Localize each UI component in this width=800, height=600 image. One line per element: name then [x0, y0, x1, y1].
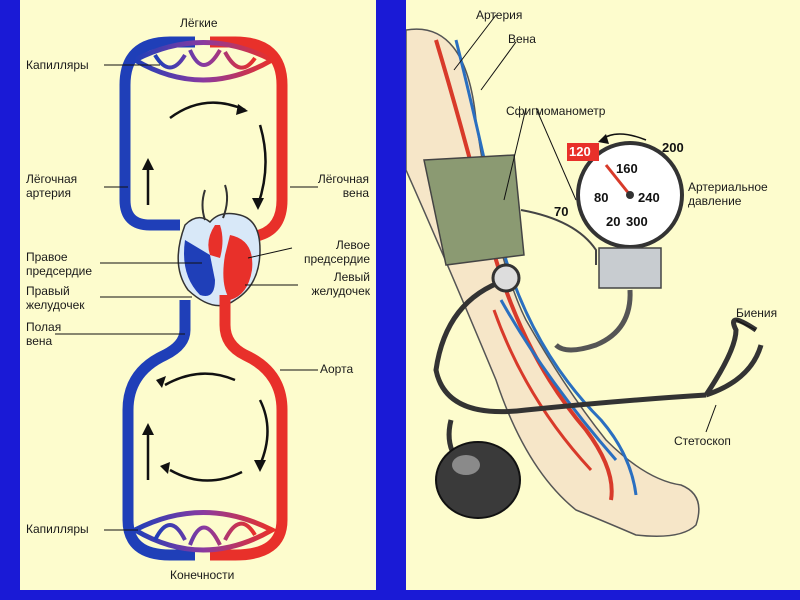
gauge-tick-20: 20	[606, 214, 621, 229]
aorta-vessel	[210, 295, 288, 561]
reading-box	[567, 143, 599, 161]
right-atrium-label: Правое предсердие	[26, 250, 93, 278]
lung-capillaries	[129, 40, 278, 83]
left-atrium-label: Левое предсердие	[303, 238, 370, 266]
right-ventricle-label: Правый желудочек	[26, 284, 85, 312]
gauge-tick-80: 80	[594, 190, 609, 205]
sphygmomanometer-label: Сфигмоманометр	[506, 104, 606, 118]
left-ventricle-label: Левый желудочек	[311, 270, 371, 298]
pulmonary-circuit	[119, 36, 288, 246]
limbs-label: Конечности	[170, 568, 235, 582]
vena-cava-vessel	[122, 300, 195, 561]
leader-lines-right	[453, 14, 757, 433]
vein-vessel	[454, 39, 638, 496]
limb-capillaries	[129, 510, 278, 553]
gauge-tick-240: 240	[638, 190, 660, 205]
circulation-panel: Лёгкие Капилляры Лёгочная артерия Лёгочн…	[20, 0, 376, 590]
aorta-label: Аорта	[320, 362, 354, 376]
pressure-reading: 120	[569, 144, 591, 159]
artery-vessel	[434, 39, 614, 501]
blood-pressure-label: Артериальное давление	[688, 180, 768, 208]
pulmonary-artery-label: Лёгочная артерия	[26, 172, 78, 200]
gauge-tick-300: 300	[626, 214, 648, 229]
beats-label: Биения	[736, 306, 778, 320]
lungs-label: Лёгкие	[180, 16, 218, 30]
heart	[177, 184, 261, 307]
pulmonary-vein-vessel	[210, 36, 288, 246]
artery-label: Артерия	[476, 8, 523, 22]
vein-label: Вена	[508, 32, 536, 46]
vena-cava-label: Полая вена	[26, 320, 62, 348]
stethoscope-label: Стетоскоп	[674, 434, 731, 448]
pressure-cuff	[423, 154, 525, 266]
systemic-circuit	[122, 295, 288, 561]
gauge-tick-200: 200	[662, 140, 684, 155]
leader-lines	[55, 64, 318, 531]
capillaries-top-label: Капилляры	[26, 58, 89, 72]
pulmonary-vein-label: Лёгочная вена	[317, 172, 369, 200]
capillaries-bottom-label: Капилляры	[26, 522, 89, 536]
stethoscope-chest-piece	[491, 263, 521, 293]
gauge-tick-160: 160	[616, 161, 638, 176]
gauge-tick-70: 70	[554, 204, 569, 219]
measurement-drawing	[406, 14, 764, 537]
pressure-gauge	[554, 141, 684, 353]
pulmonary-artery-vessel	[119, 36, 195, 231]
blood-pressure-panel: Артерия Вена Сфигмоманометр 120 Артериал…	[406, 0, 800, 590]
stethoscope	[433, 277, 764, 415]
circulation-drawing	[55, 36, 318, 561]
inflation-bulb	[435, 441, 521, 519]
